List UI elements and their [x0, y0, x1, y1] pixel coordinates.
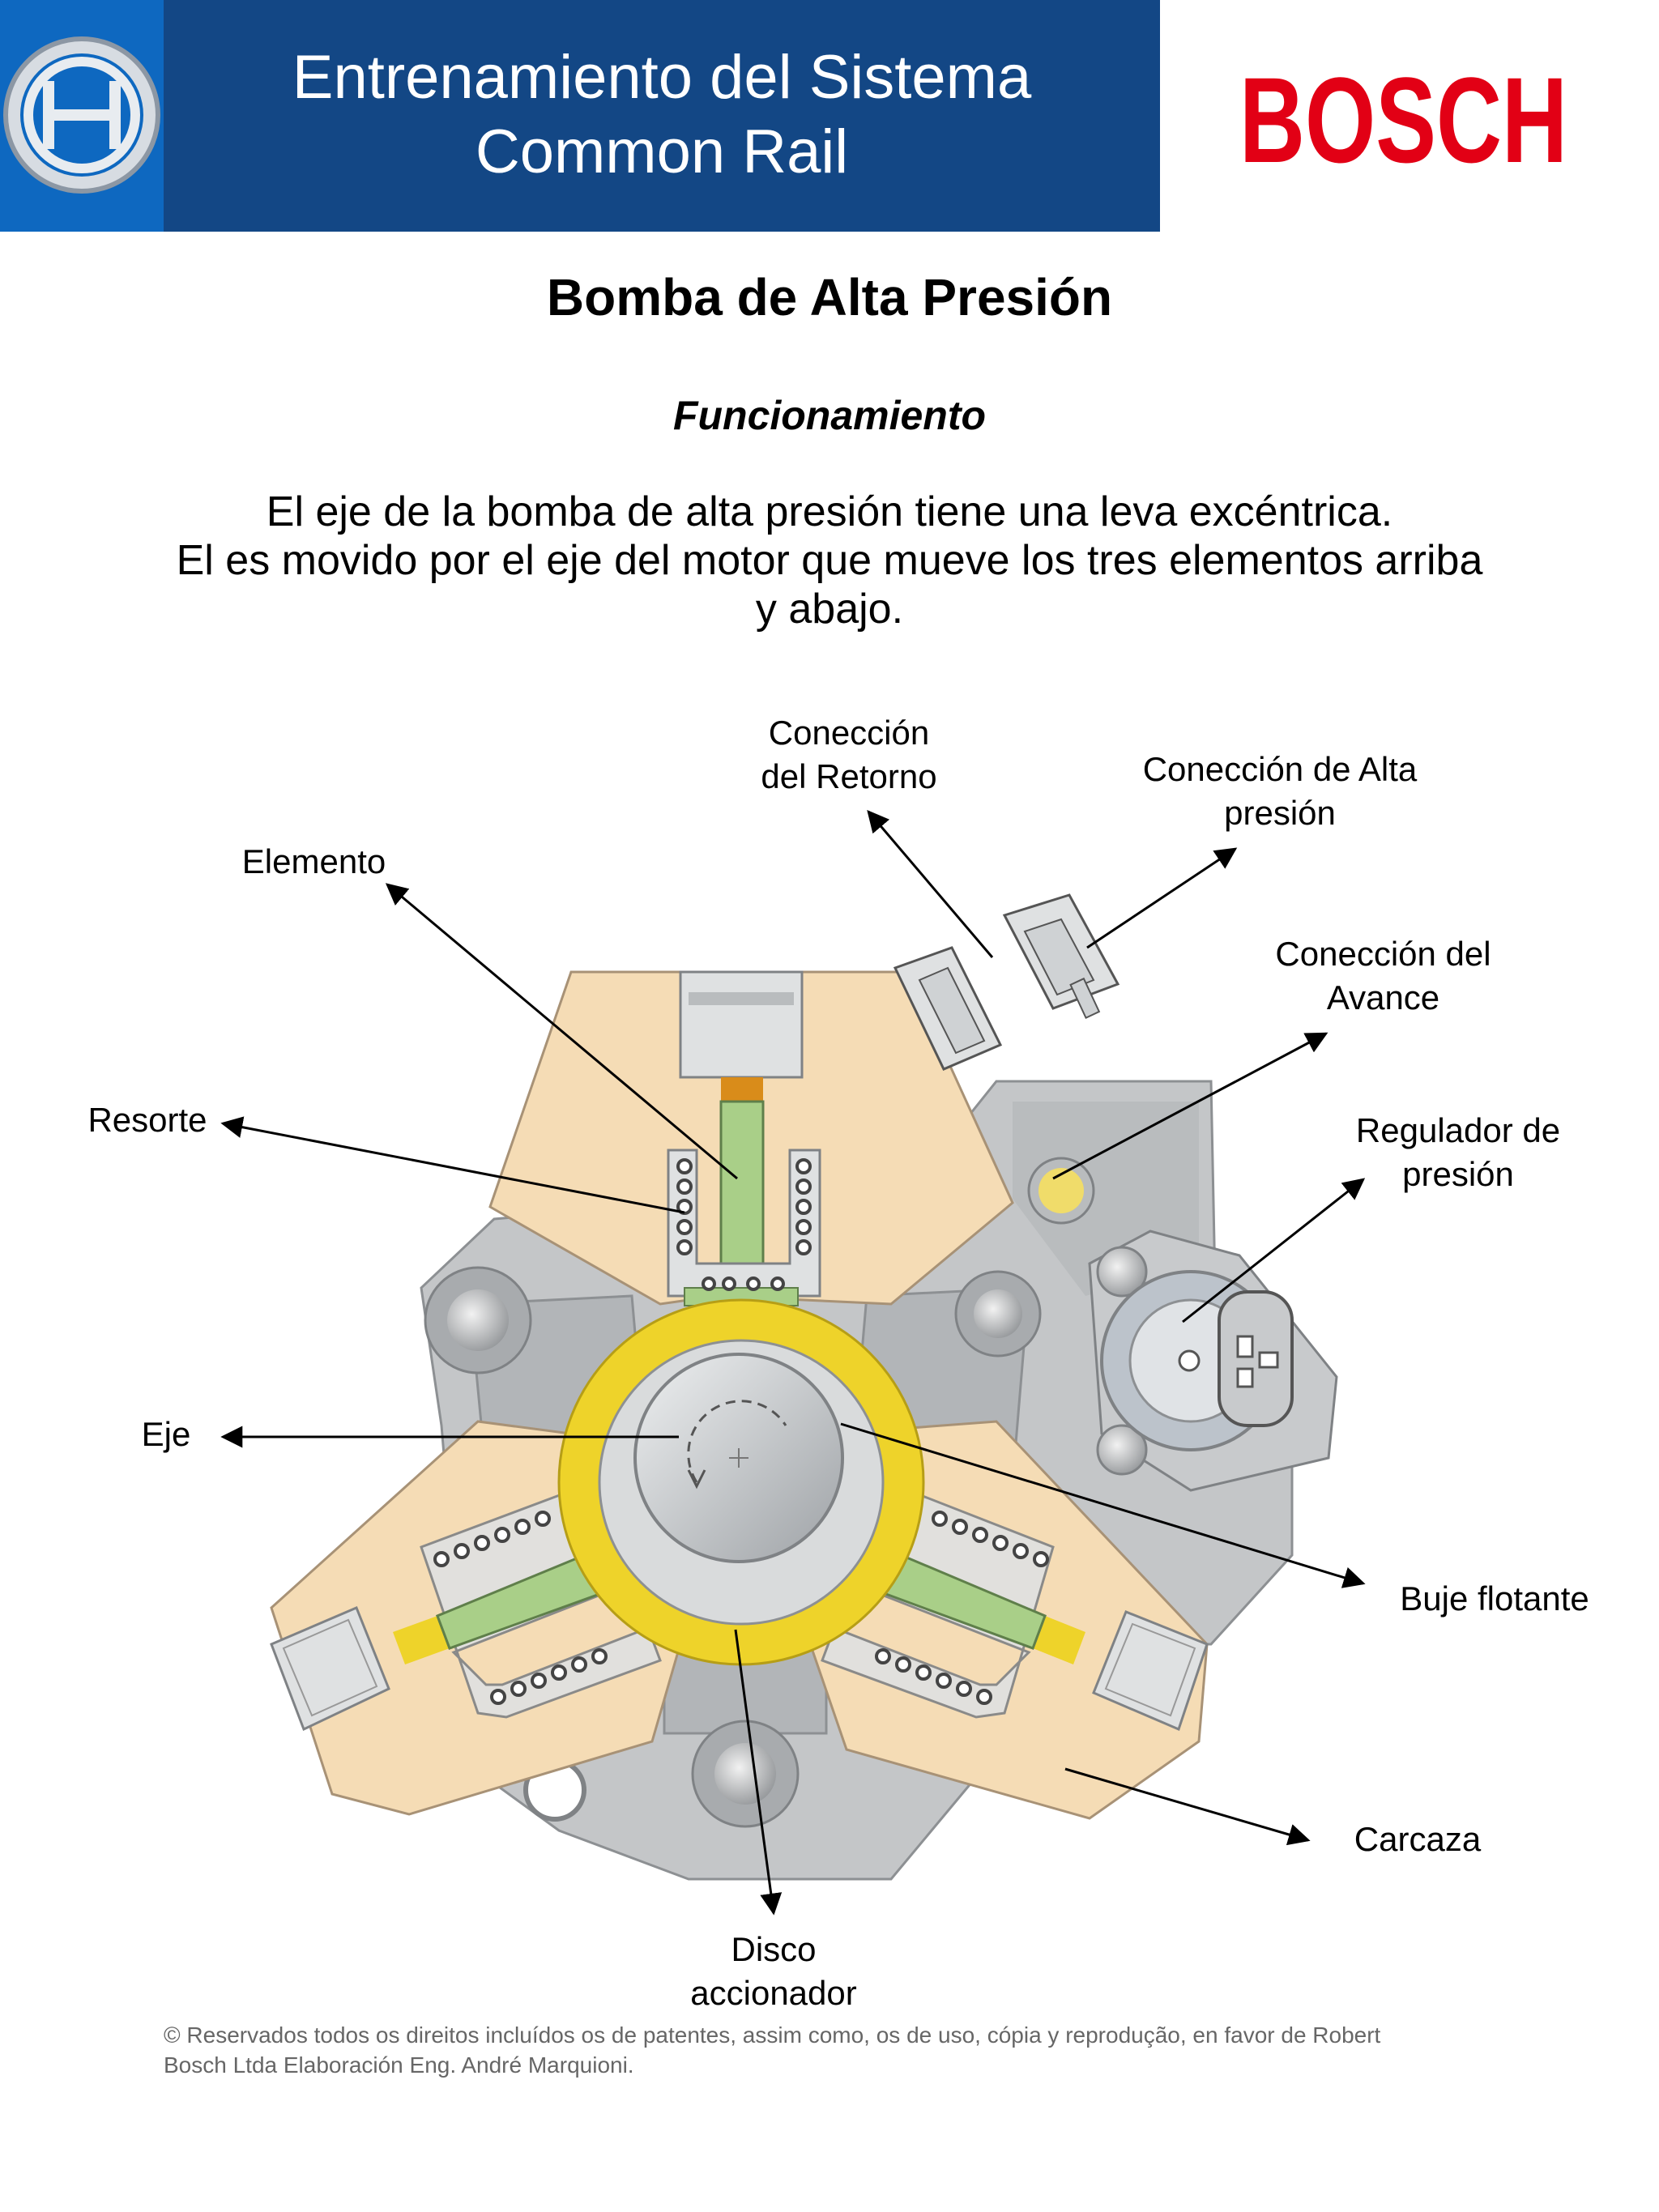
bosch-armature-icon	[3, 36, 160, 194]
intro-line: El es movido por el eje del motor que mu…	[176, 537, 1483, 584]
intro-paragraph: El eje de la bomba de alta presión tiene…	[122, 488, 1537, 633]
label-conexion-retorno: Conección del Retorno	[761, 714, 937, 795]
arrow-resorte	[220, 1116, 685, 1214]
leader-arrows	[220, 809, 1366, 1916]
arrow-buje	[840, 1422, 1366, 1588]
label-conexion-avance: Conección del Avance	[1275, 935, 1491, 1016]
intro-line: y abajo.	[755, 586, 904, 633]
label-resorte: Resorte	[87, 1101, 207, 1139]
bolt-icon	[424, 1266, 532, 1375]
spring-coils	[875, 1511, 1049, 1705]
header-band	[0, 0, 1160, 232]
pressure-regulator	[1088, 1230, 1338, 1492]
label-elemento: Elemento	[241, 842, 386, 880]
arrow-carcaza	[1064, 1767, 1311, 1846]
advance-port	[1027, 1157, 1095, 1225]
arrow-alta	[1086, 847, 1238, 949]
intro-line: El eje de la bomba de alta presión tiene…	[266, 488, 1393, 535]
arrow-disco	[734, 1629, 783, 1916]
header-title: Entrenamiento del Sistema Common Rail	[164, 40, 1160, 190]
footer-line: © Reservados todos os direitos incluídos…	[164, 2022, 1381, 2048]
section-title: Funcionamiento	[672, 393, 987, 438]
bosch-logo-text: BOSCH	[1239, 58, 1567, 172]
header-title-line1: Entrenamiento del Sistema	[292, 43, 1032, 112]
arrow-avance	[1052, 1032, 1328, 1180]
emblem-panel	[0, 0, 164, 232]
label-regulador: Regulador de presión	[1355, 1111, 1561, 1193]
arrow-retorno	[867, 809, 994, 958]
spring-coils	[676, 1158, 812, 1291]
arrow-elemento	[385, 883, 738, 1180]
spring-coils	[433, 1511, 608, 1705]
label-conexion-alta: Conección de Alta presión	[1142, 750, 1418, 832]
label-carcaza: Carcaza	[1354, 1820, 1482, 1858]
high-pressure-connector	[1002, 893, 1120, 1019]
header-title-line2: Common Rail	[475, 117, 849, 186]
label-eje: Eje	[141, 1415, 191, 1453]
return-connector	[893, 946, 1003, 1071]
arrow-regulador	[1182, 1178, 1366, 1323]
bolt-icon	[954, 1270, 1042, 1357]
bolt-icon	[691, 1720, 800, 1828]
bosch-logo: BOSCH	[1239, 58, 1567, 172]
label-disco-accionador: Disco accionador	[690, 1930, 857, 2012]
label-buje-flotante: Buje flotante	[1400, 1579, 1589, 1617]
footer-copyright: © Reservados todos os direitos incluídos…	[164, 2020, 1541, 2080]
page-title: Bomba de Alta Presión	[546, 268, 1113, 326]
element-top	[667, 970, 821, 1306]
footer-line: Bosch Ltda Elaboración Eng. André Marqui…	[164, 2052, 634, 2078]
shaft	[633, 1353, 844, 1563]
